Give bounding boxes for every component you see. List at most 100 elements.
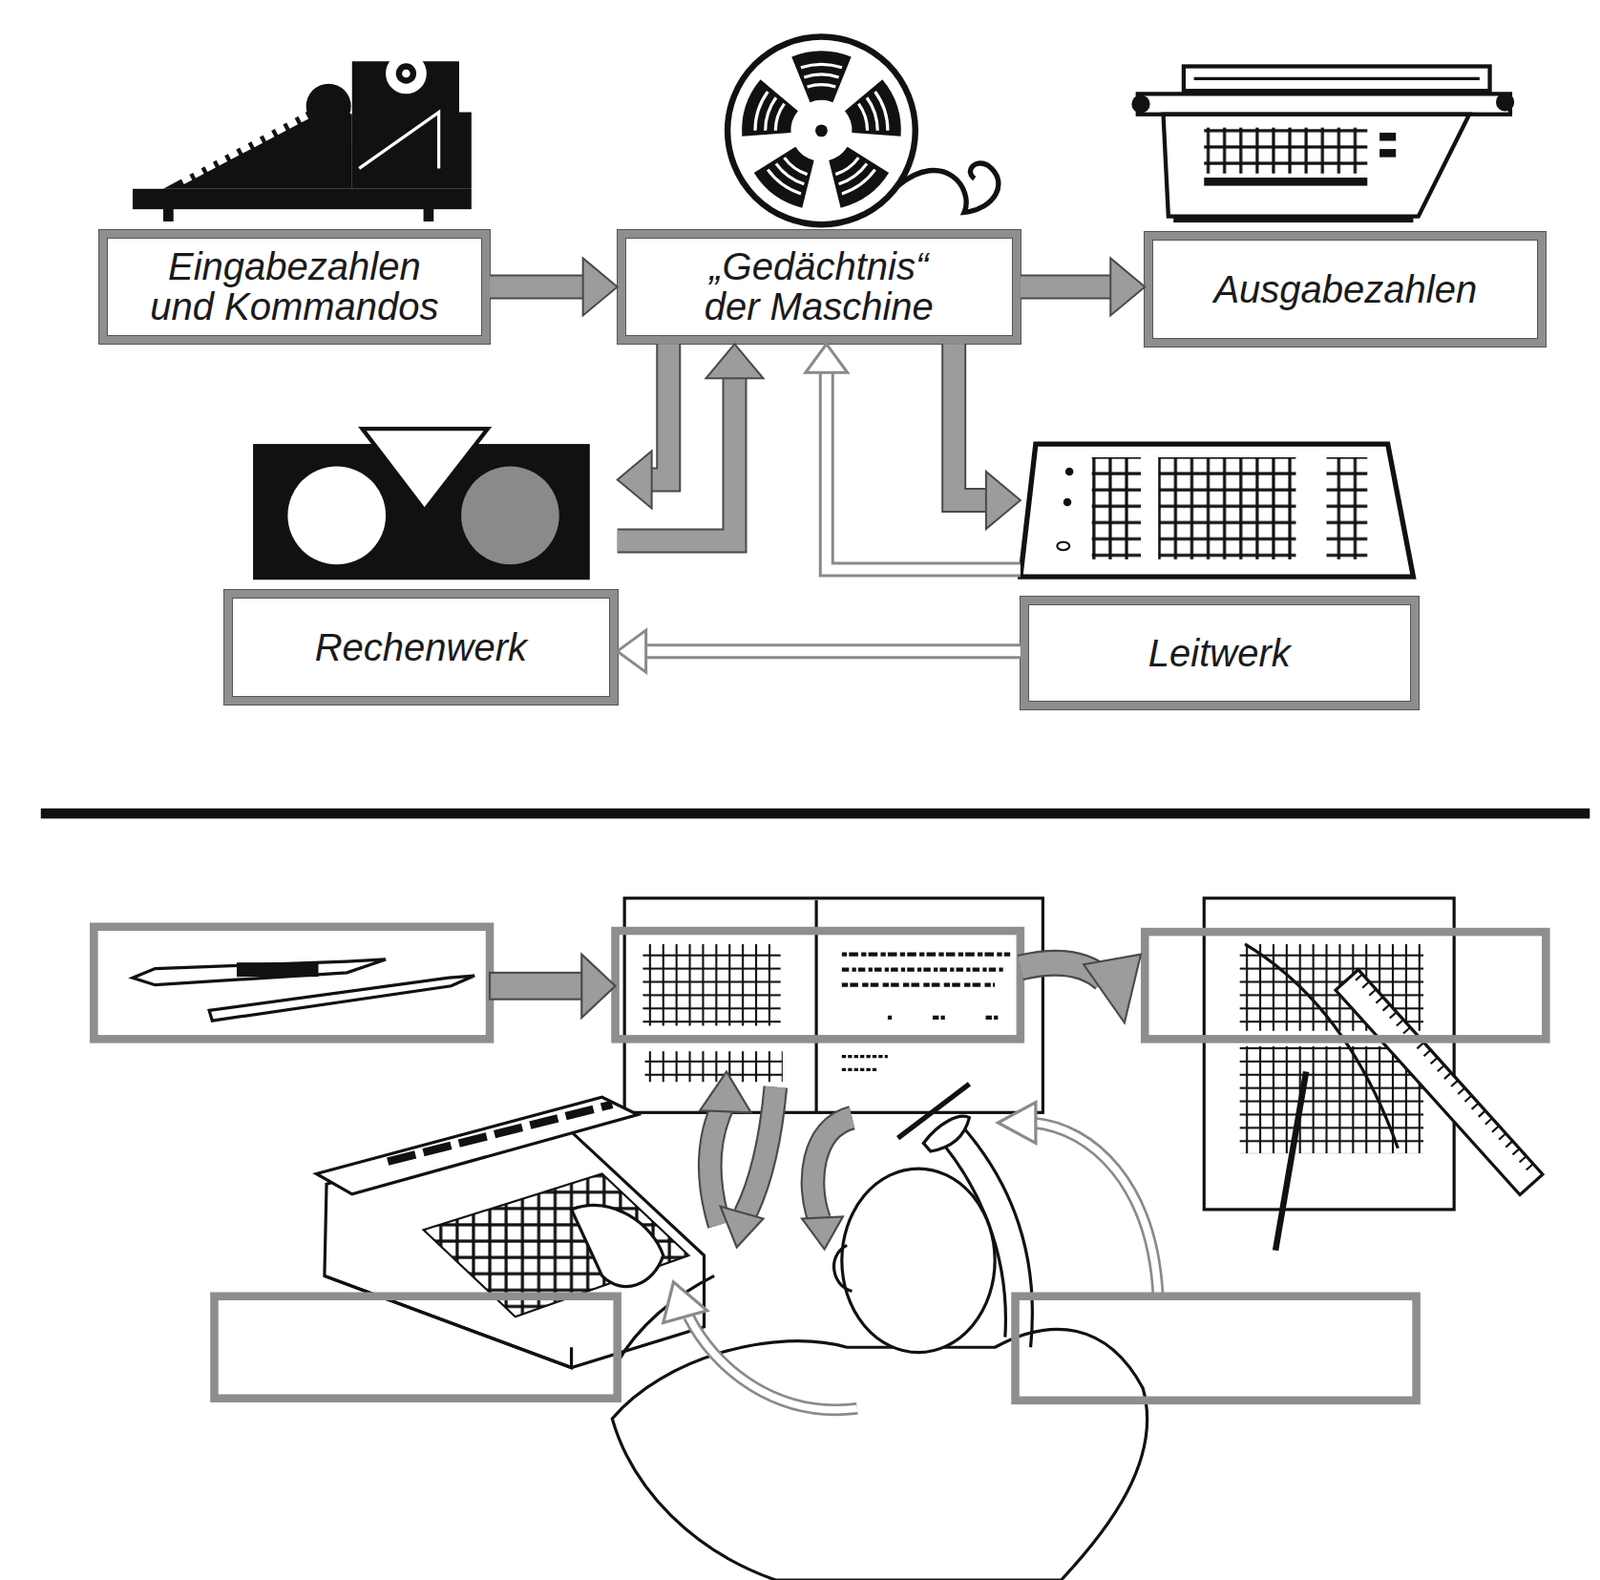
paper-table <box>642 944 780 1027</box>
feedback-arrow <box>1032 1122 1158 1299</box>
arrow-heads <box>706 343 764 379</box>
printer-body <box>1163 114 1471 217</box>
arrow-heads <box>805 343 848 373</box>
flow-arrow <box>812 1117 852 1221</box>
handwriting <box>842 983 995 988</box>
box-frame: Ausgabezahlen <box>1144 231 1546 348</box>
arrow-heads <box>1110 257 1145 316</box>
empty-frame <box>615 930 1021 1039</box>
teleprinter-roller <box>306 84 352 129</box>
flow-arrow <box>953 343 1021 529</box>
empty-frame <box>213 1296 617 1399</box>
graph-curve <box>1244 944 1398 1149</box>
flow-arrow <box>720 1206 764 1248</box>
flow-arrow <box>1083 954 1141 1024</box>
printer-button <box>1379 132 1396 142</box>
arrow-shaft <box>652 343 670 480</box>
box-label: Leitwerk <box>1148 632 1291 674</box>
fountain-pen <box>132 959 386 986</box>
feedback-arrow <box>663 1282 708 1324</box>
handwriting <box>842 1068 878 1072</box>
arrow-head <box>583 257 618 316</box>
reel-window <box>839 77 906 150</box>
arrow-head <box>617 450 653 508</box>
printer-spacebar <box>1203 177 1368 187</box>
printer-carriage <box>1194 77 1480 81</box>
pen-cap <box>236 962 319 977</box>
teleprinter-keys <box>181 114 306 180</box>
flow-arrow <box>617 630 1021 673</box>
man-head <box>842 1168 995 1352</box>
labelled-box: Leitwerk <box>1020 443 1419 710</box>
typewriter-keys <box>387 1104 612 1162</box>
arrow-shaft <box>617 378 736 541</box>
writing-hand <box>923 1115 969 1152</box>
box-label: Eingabezahlen und Kommandos <box>136 246 452 327</box>
handwriting <box>887 1015 1011 1020</box>
arrow-shaft <box>826 372 1021 569</box>
flow-arrow <box>744 1087 776 1216</box>
flow-arrow <box>699 1072 751 1114</box>
tape-reader <box>352 61 472 190</box>
printer-keys <box>1203 127 1368 174</box>
box-frame: Eingabezahlen und Kommandos <box>99 230 490 345</box>
reader-lens <box>385 53 427 95</box>
flow-arrow <box>744 1087 776 1216</box>
labelled-box: Rechenwerk <box>224 428 618 705</box>
reader-detail <box>358 112 439 169</box>
teleprinter-foot <box>423 207 435 222</box>
arrow-head <box>706 343 764 379</box>
paper-table <box>645 1051 783 1082</box>
operator-triangle <box>361 428 487 511</box>
teleprinter-base <box>132 189 472 210</box>
printer-knob <box>1495 92 1515 111</box>
flow-arrow <box>489 257 618 316</box>
panel-switches <box>1092 457 1141 560</box>
arrow-heads <box>986 471 1021 529</box>
box-label: „Gedächtnis“ der Maschine <box>692 246 946 327</box>
arrow-head <box>617 630 647 673</box>
typing-hand <box>571 1205 664 1287</box>
reel-window <box>814 136 893 213</box>
arrow-head <box>805 343 848 373</box>
arrow-shaft <box>1020 275 1111 297</box>
flow-arrow <box>805 343 1021 569</box>
film-strip <box>898 163 999 212</box>
reel-hub <box>815 124 828 137</box>
feedback-arrow <box>688 1316 857 1411</box>
teleprinter-foot <box>163 207 174 222</box>
operand-circle <box>461 466 560 566</box>
reader-lens <box>396 63 417 84</box>
pencil <box>209 975 475 1021</box>
pencil <box>1275 1072 1306 1251</box>
arrow-shaft <box>617 378 736 541</box>
flow-arrow <box>812 1117 852 1221</box>
empty-frame <box>93 926 490 1040</box>
box-label: Rechenwerk <box>315 627 527 668</box>
ruler <box>1335 969 1543 1196</box>
feedback-arrow <box>997 1102 1036 1144</box>
reel-window <box>791 50 851 103</box>
printer-foot <box>1173 216 1413 223</box>
feedback-arrow <box>688 1316 857 1411</box>
arrow-shaft <box>652 343 670 480</box>
arrow-shaft <box>953 343 987 501</box>
man-shoulders <box>611 1328 1147 1580</box>
flow-arrow <box>581 954 615 1018</box>
labelled-box: „Gedächtnis“ der Maschine <box>617 230 1021 345</box>
arrow-shaft <box>489 273 584 299</box>
box-frame: „Gedächtnis“ der Maschine <box>617 230 1021 345</box>
printer-knob <box>1131 94 1150 113</box>
printer-button <box>1379 148 1396 158</box>
arrow-head <box>1110 257 1145 316</box>
panel-lamp <box>1065 467 1074 477</box>
arrow-shaft <box>646 643 1021 659</box>
labelled-box: Eingabezahlen und Kommandos <box>99 230 490 345</box>
empty-frame <box>1015 1296 1417 1401</box>
reader-lens <box>401 69 411 79</box>
graph-grid <box>1240 1046 1424 1154</box>
panel-lamp <box>1056 542 1070 551</box>
handwriting <box>842 951 1011 956</box>
